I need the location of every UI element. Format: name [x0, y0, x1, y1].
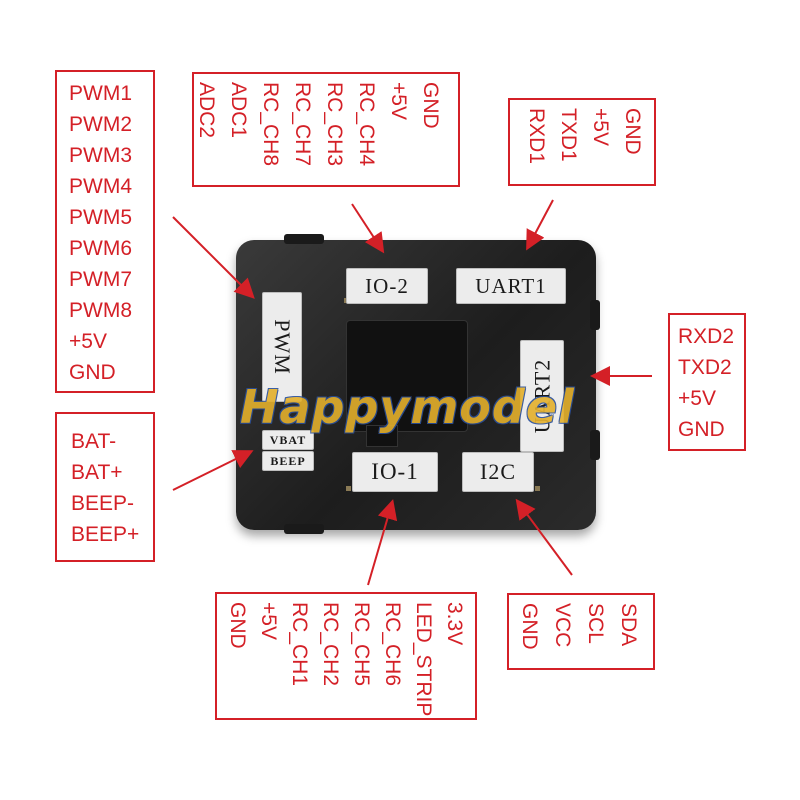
pin-label: BEEP- — [71, 492, 135, 515]
pin-label: GND — [678, 418, 725, 441]
pin-label: BAT- — [71, 430, 117, 453]
pin-label: +5V — [69, 330, 107, 353]
board-chip-small — [366, 425, 398, 447]
io2-label: IO-2 — [346, 268, 428, 304]
connector-pad — [535, 486, 540, 491]
io1-label: IO-1 — [352, 452, 438, 492]
pin-label: PWM7 — [69, 268, 132, 291]
flight-controller-board: IO-2 UART1 IO-1 I2C VBAT BEEP PWM UART2 — [236, 234, 600, 534]
pin-label: BEEP+ — [71, 523, 140, 546]
vbat-pin-box: BAT- BAT+ BEEP- BEEP+ — [55, 412, 155, 562]
pwm-arrow — [172, 216, 255, 299]
uart2-label: UART2 — [520, 340, 564, 452]
vbat-arrow — [172, 450, 254, 491]
pin-label: PWM4 — [69, 175, 132, 198]
i2c-label: I2C — [462, 452, 534, 492]
io1-arrow — [367, 499, 398, 586]
board-chip — [346, 320, 468, 432]
connector-pad — [346, 486, 351, 491]
pin-label: PWM5 — [69, 206, 132, 229]
pin-label: +5V — [678, 387, 716, 410]
beep-label: BEEP — [262, 451, 314, 471]
happymodel-watermark: Happymodel — [240, 380, 575, 434]
pin-label: TXD2 — [678, 356, 732, 379]
uart1-label: UART1 — [456, 268, 566, 304]
uart1-arrow — [526, 199, 554, 251]
pin-label: PWM2 — [69, 113, 132, 136]
board-right-tab — [590, 300, 600, 330]
pin-label: PWM8 — [69, 299, 132, 322]
io2-arrow — [351, 203, 385, 254]
board-right-tab-2 — [590, 430, 600, 460]
board-top-tab — [284, 234, 324, 244]
pin-label: PWM3 — [69, 144, 132, 167]
pin-label: GND — [69, 361, 116, 384]
pin-label: BAT+ — [71, 461, 123, 484]
pin-label: PWM6 — [69, 237, 132, 260]
i2c-arrow — [515, 498, 573, 576]
pwm-label: PWM — [262, 292, 302, 402]
pin-label: PWM1 — [69, 82, 132, 105]
pin-label: RXD2 — [678, 325, 735, 348]
vbat-label: VBAT — [262, 430, 314, 450]
board-bottom-tab — [284, 524, 324, 534]
vbat-pin-list: BAT- BAT+ BEEP- BEEP+ — [71, 426, 139, 550]
